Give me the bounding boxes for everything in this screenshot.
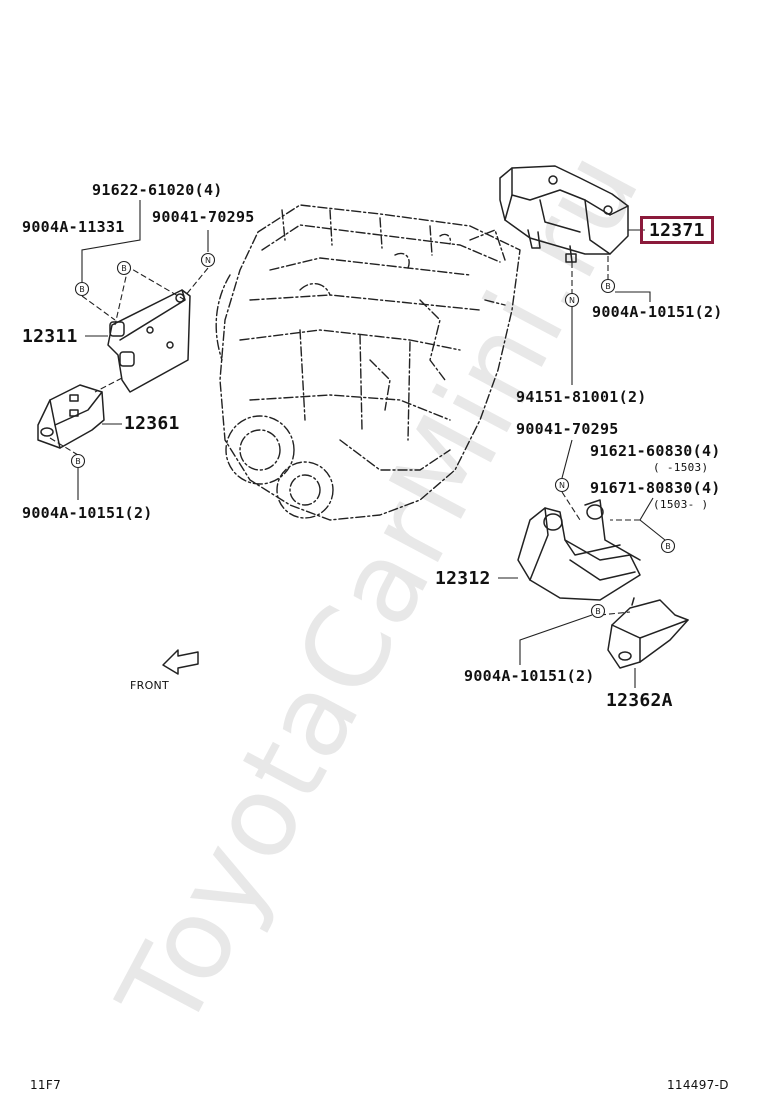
callout-12311[interactable]: 12311 <box>22 326 78 347</box>
callout-90041-70295-left[interactable]: 90041-70295 <box>152 208 255 226</box>
callout-12312[interactable]: 12312 <box>435 568 491 589</box>
insulator-12362a <box>607 597 689 669</box>
front-arrow <box>162 649 199 675</box>
marker-b: B <box>121 264 127 273</box>
mount-12371 <box>499 165 629 263</box>
callout-12362a[interactable]: 12362A <box>606 690 673 711</box>
footer-code-right: 114497-D <box>667 1078 729 1092</box>
bracket-12312 <box>517 499 641 601</box>
insulator-12361 <box>37 384 105 449</box>
marker-b: B <box>79 285 85 294</box>
callout-91622-61020[interactable]: 91622-61020(4) <box>92 181 223 199</box>
front-label: FRONT <box>130 679 170 692</box>
callout-9004a-11331[interactable]: 9004A-11331 <box>22 218 125 236</box>
bracket-12311 <box>107 289 191 393</box>
callout-91671-note: (1503- ) <box>653 498 709 511</box>
callout-90041-70295-right[interactable]: 90041-70295 <box>516 420 619 438</box>
marker-b: B <box>605 282 611 291</box>
callout-9004a-10151-right[interactable]: 9004A-10151(2) <box>592 303 723 321</box>
marker-n: N <box>569 296 575 305</box>
callout-12361[interactable]: 12361 <box>124 413 180 434</box>
callout-9004a-10151-bottom[interactable]: 9004A-10151(2) <box>464 667 595 685</box>
marker-n: N <box>205 256 211 265</box>
callout-91621-note: ( -1503) <box>653 461 709 474</box>
callout-9004a-10151-left[interactable]: 9004A-10151(2) <box>22 504 153 522</box>
callout-91671-80830[interactable]: 91671-80830(4) <box>590 479 721 497</box>
footer-code-left: 11F7 <box>30 1078 62 1092</box>
callout-12371-highlighted[interactable]: 12371 <box>640 216 714 244</box>
callout-94151-81001[interactable]: 94151-81001(2) <box>516 388 647 406</box>
marker-b: B <box>595 607 601 616</box>
marker-b: B <box>665 542 671 551</box>
marker-b: B <box>75 457 81 466</box>
engine-outline <box>215 204 521 521</box>
marker-n: N <box>559 481 565 490</box>
callout-91621-60830[interactable]: 91621-60830(4) <box>590 442 721 460</box>
